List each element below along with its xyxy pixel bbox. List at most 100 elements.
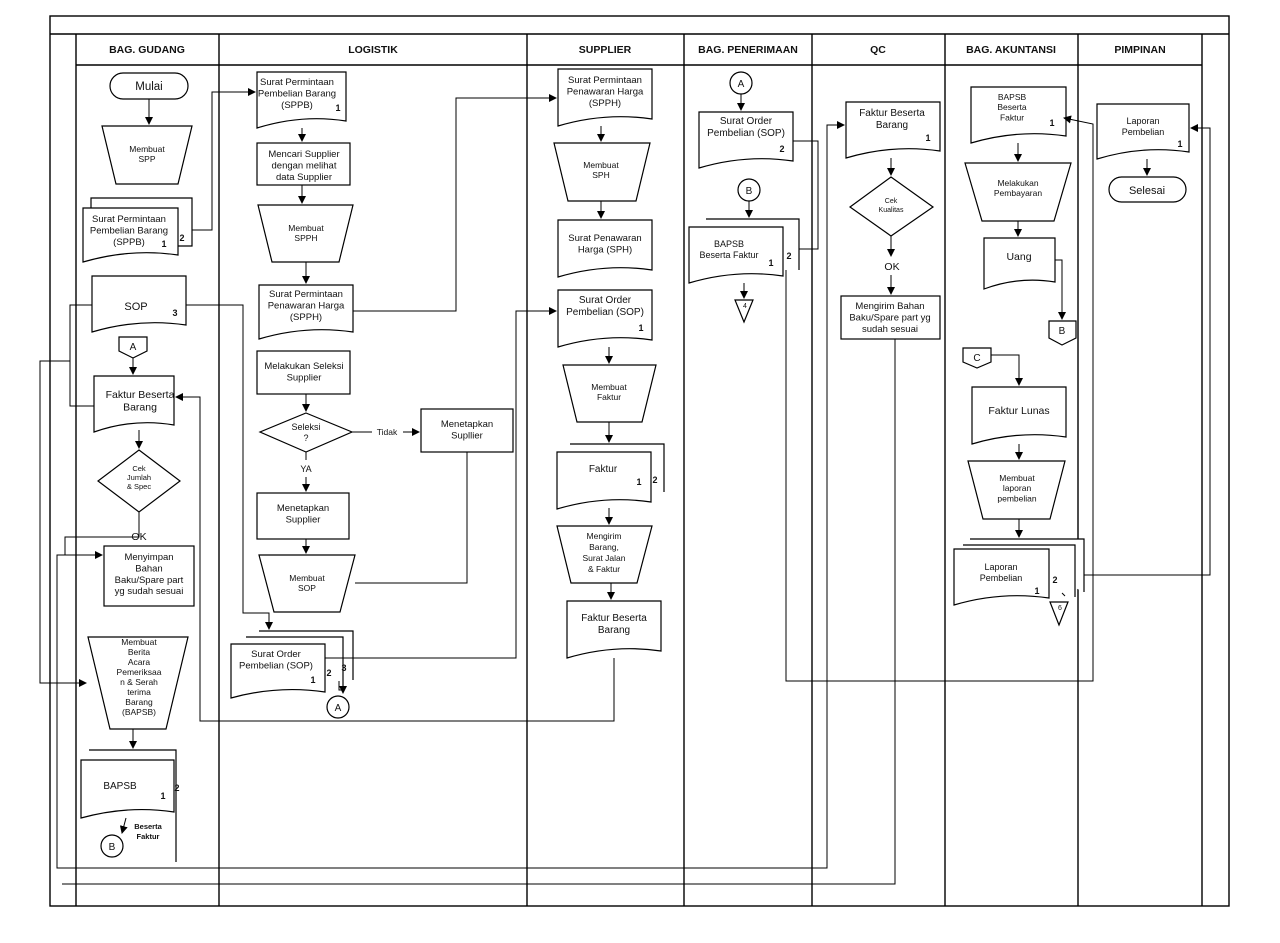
label-line: Faktur [597, 392, 621, 402]
copy-num-faktur-supplier-2: 2 [652, 475, 657, 485]
label-line: & Faktur [588, 564, 620, 574]
label-sop-gudang: SOP [124, 301, 147, 313]
label-line: Laporan [1126, 116, 1159, 126]
offpage-6-number: 6 [1058, 605, 1062, 612]
lane-title-logistik: LOGISTIK [348, 44, 398, 56]
document-sppb-logistik [256, 71, 347, 129]
label-line: Surat Permintaan [260, 77, 334, 88]
copy-num-sop-penerimaan-2: 2 [779, 144, 784, 154]
copy-num-bapsb-gudang-2: 2 [174, 783, 179, 793]
manual-op-membuat-sop [258, 554, 356, 613]
label-line: Faktur Beserta [581, 613, 647, 624]
label-line: Surat Order [251, 649, 301, 660]
label-line: SPH [592, 170, 609, 180]
label-line: Pembayaran [994, 188, 1042, 198]
label-line: Mengirim Bahan [855, 301, 924, 312]
label-line: Pembelian Barang [258, 88, 336, 99]
copy-num-laporan-akuntansi-1: 1 [1034, 586, 1039, 596]
lane-title-qc: QC [870, 44, 886, 56]
document-bapsb-penerimaan [688, 226, 784, 284]
label-line: n & Serah [120, 677, 158, 687]
copy-num-sppb-gudang-1: 1 [161, 239, 166, 249]
document-sop-penerimaan [698, 111, 794, 169]
manual-op-membuat-laporan [967, 460, 1066, 520]
label-line: Surat Jalan [583, 553, 626, 563]
lane-title-pimpinan: PIMPINAN [1114, 44, 1165, 56]
copy-num-bapsb-akuntansi-1: 1 [1049, 118, 1054, 128]
label-line: Membuat [288, 223, 324, 233]
document-sph [557, 219, 653, 278]
label-ok-gudang: OK [131, 531, 146, 543]
label-line: yg sudah sesuai [115, 586, 184, 597]
label-line: Membuat [591, 382, 627, 392]
label-line: (SPPB) [281, 100, 313, 111]
label-line: SPP [138, 154, 155, 164]
lane-title-gudang: BAG. GUDANG [109, 44, 185, 56]
end-terminator [1108, 176, 1187, 203]
copy-num-sppb-logistik-1: 1 [335, 103, 340, 113]
offpage-c-akuntansi [962, 347, 992, 369]
manual-op-membuat-faktur [562, 364, 657, 423]
connector-a-letter-logistik: A [335, 703, 342, 714]
label-line: Barang, [589, 542, 619, 552]
manual-op-bapsb [87, 636, 189, 730]
label-line: Berita [128, 647, 150, 657]
label-line: Beserta [134, 822, 162, 831]
document-spph-logistik [258, 284, 354, 340]
copy-num-sop-logistik-2: 2 [326, 668, 331, 678]
process-mengirim-bahan [840, 295, 941, 340]
connector-b-letter-akuntansi: B [1059, 326, 1066, 337]
label-line: Jumlah [127, 473, 151, 482]
label-tidak: Tidak [377, 427, 398, 437]
label-bapsb-gudang: BAPSB [103, 781, 137, 792]
manual-op-membuat-spph [257, 204, 354, 263]
lane-title-penerimaan: BAG. PENERIMAAN [698, 44, 798, 56]
label-line: Penawaran Harga [567, 86, 644, 97]
label-line: (BAPSB) [122, 707, 156, 717]
label-line: Supllier [451, 430, 483, 441]
label-line: Pembelian (SOP) [566, 307, 644, 318]
document-faktur-gudang [93, 375, 175, 433]
label-line: Pembelian Barang [90, 225, 168, 236]
label-line: Pembelian [1122, 127, 1165, 137]
document-laporan-akuntansi [953, 548, 1050, 606]
label-line: Barang [876, 120, 908, 131]
label-line: (SPPB) [113, 237, 145, 248]
label-line: ? [303, 433, 308, 443]
label-line: Baku/Spare part yg [849, 312, 930, 323]
label-line: Membuat [999, 473, 1035, 483]
label-line: (SPPH) [290, 312, 322, 323]
label-line: Cek [132, 464, 146, 473]
document-bapsb-gudang [80, 759, 175, 819]
label-line: Mengirim [587, 531, 622, 541]
label-line: Pembelian (SOP) [239, 660, 313, 671]
label-line: Surat Permintaan [269, 289, 343, 300]
label-line: pembelian [997, 493, 1036, 503]
label-line: (SPPH) [589, 98, 621, 109]
label-line: Membuat [583, 160, 619, 170]
label-seleksi-decision: Seleksi? [291, 422, 320, 443]
label-line: terima [127, 687, 151, 697]
label-line: Melakukan [997, 178, 1038, 188]
copy-num-faktur-supplier-1: 1 [636, 477, 641, 487]
process-menetapkan-supllier [420, 408, 514, 453]
label-line: Cek [885, 198, 898, 205]
lane-title-akuntansi: BAG. AKUNTANSI [966, 44, 1056, 56]
